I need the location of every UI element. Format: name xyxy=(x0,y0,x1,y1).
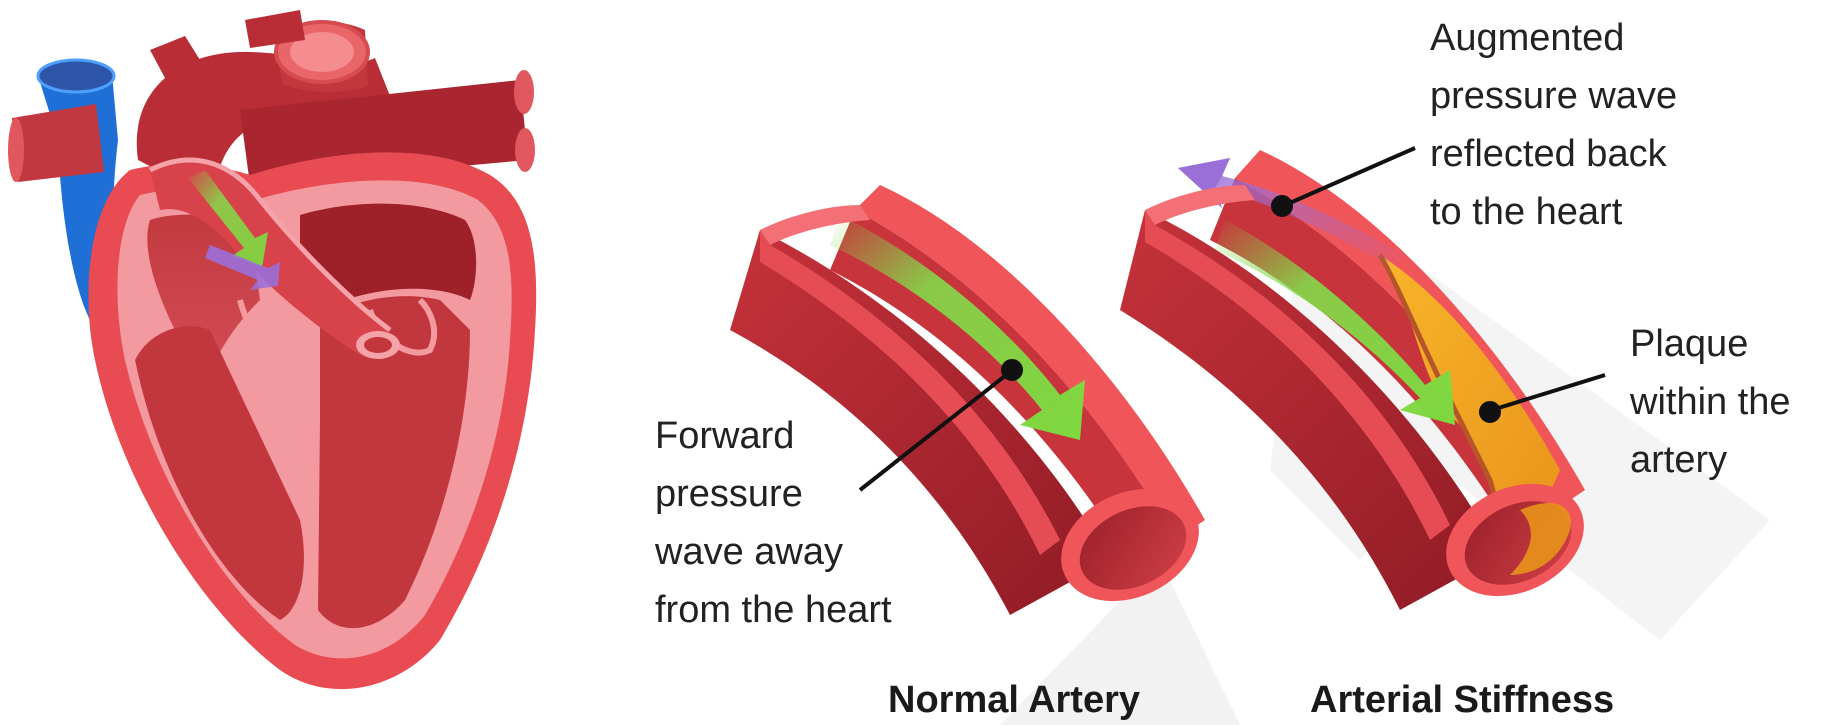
heart-illustration xyxy=(8,10,536,689)
forward-line-4: from the heart xyxy=(655,589,892,631)
forward-line-3: wave away xyxy=(654,531,843,573)
plaque-line-3: artery xyxy=(1630,439,1727,481)
forward-wave-label: Forward pressure wave away from the hear… xyxy=(654,415,892,631)
augmented-wave-label: Augmented pressure wave reflected back t… xyxy=(1430,17,1688,233)
arterial-stiffness-caption: Arterial Stiffness xyxy=(1310,679,1614,721)
forward-line-1: Forward xyxy=(655,415,794,457)
augmented-line-3: reflected back xyxy=(1430,133,1668,175)
plaque-marker xyxy=(1481,403,1499,421)
forward-wave-marker xyxy=(1003,361,1021,379)
forward-line-2: pressure xyxy=(655,473,803,515)
augmented-wave-marker xyxy=(1273,197,1291,215)
plaque-line-2: within the xyxy=(1629,381,1791,423)
augmented-line-4: to the heart xyxy=(1430,191,1623,233)
plaque-label: Plaque within the artery xyxy=(1629,323,1801,481)
augmented-line-1: Augmented xyxy=(1430,17,1624,59)
augmented-line-2: pressure wave xyxy=(1430,75,1677,117)
normal-artery-caption: Normal Artery xyxy=(888,679,1140,721)
plaque-line-1: Plaque xyxy=(1630,323,1748,365)
